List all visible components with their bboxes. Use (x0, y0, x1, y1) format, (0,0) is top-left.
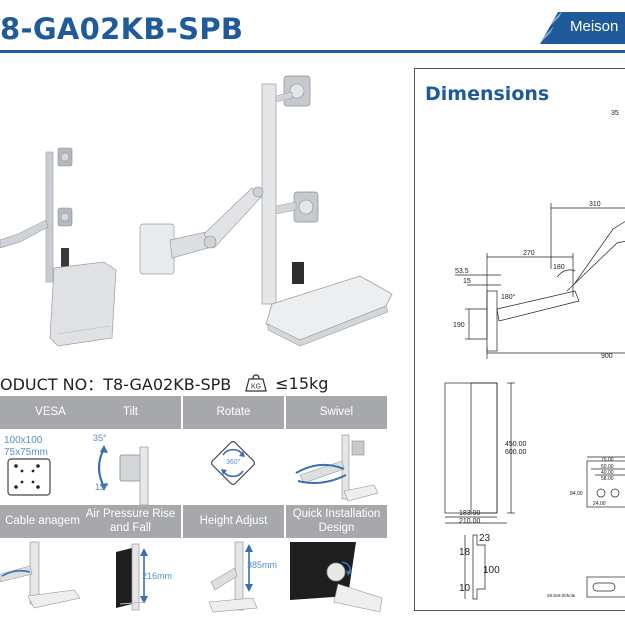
tilt-up-angle: 35° (93, 433, 107, 443)
tilt-illustration-icon (97, 445, 149, 505)
dim-210: 210.00 (459, 518, 481, 525)
feature-air-label: Air Pressure Rise and Fall (80, 505, 181, 538)
dim-23: 23 (479, 533, 491, 544)
product-number-line: ODUCT NO：T8-GA02KB-SPB KG ≤15kg (0, 372, 329, 395)
dim-310: 310 (589, 201, 601, 208)
dim-75: 75.00 (601, 457, 614, 463)
product-photo-small (0, 147, 117, 347)
dim-180deg: 180° (501, 293, 516, 301)
dim-18: 18 (459, 547, 471, 558)
dim-10: 10 (459, 583, 471, 594)
brand-label: Meison (570, 18, 619, 35)
vesa-pattern-icon (7, 458, 51, 496)
air-travel-value: 216mm (142, 571, 173, 581)
dim-450: 450.00 (505, 441, 527, 448)
height-travel-value: 385mm (247, 560, 278, 570)
feature-quick-label: Quick Installation Design (286, 505, 387, 538)
rotate-icon (211, 441, 255, 485)
weight-capacity: ≤15kg (275, 373, 329, 393)
dim-190: 190 (453, 322, 465, 329)
product-number: ODUCT NO：T8-GA02KB-SPB (0, 375, 232, 394)
dim-50: 50.00 (601, 464, 614, 470)
dim-270: 270 (523, 250, 535, 257)
swivel-illustration-icon (295, 434, 379, 502)
feature-grid: VESA 100x100 75x75mm Tilt (0, 396, 390, 614)
dim-top: 35 (611, 110, 619, 117)
tilt-down-angle: 15° (95, 482, 109, 492)
dim-24: 24.00 (593, 501, 606, 507)
height-adjust-illustration-icon (208, 541, 258, 613)
dim-183: 183.00 (459, 510, 481, 517)
air-pressure-illustration-icon (116, 543, 148, 611)
product-photo-illustration (0, 75, 393, 347)
quick-installation-illustration-icon (290, 542, 383, 613)
header-rule (0, 50, 625, 53)
dim-15: 15 (463, 278, 471, 285)
brand-tab: Meison (540, 12, 625, 44)
dimension-drawing: 35 310 270 180 53.5 15 180° 190 900 450.… (444, 110, 625, 600)
feature-rotate-label: Rotate (183, 396, 284, 429)
feature-tilt-label: Tilt (80, 396, 181, 429)
dim-58: 58.00 (601, 476, 614, 482)
dim-53-5: 53.5 (455, 268, 469, 275)
kg-weight-icon: KG (245, 374, 268, 392)
dim-slot: 28.8x9.00hole (547, 593, 576, 598)
dim-84: 84.00 (570, 491, 583, 497)
feature-swivel-label: Swivel (286, 396, 387, 429)
product-photos (0, 62, 405, 367)
kg-icon-text: KG (251, 384, 261, 391)
feature-height-label: Height Adjust (183, 505, 284, 538)
product-photo-large (139, 75, 393, 347)
rotate-angle: 360° (226, 459, 241, 466)
model-title: 8-GA02KB-SPB (0, 12, 244, 46)
dim-600: 600.00 (505, 449, 527, 456)
dimensions-title: Dimensions (425, 83, 550, 105)
dim-40: 40.00 (601, 470, 614, 476)
vesa-sizes: 100x100 75x75mm (4, 435, 48, 458)
page-header: 8-GA02KB-SPB Meison (0, 0, 625, 56)
dimensions-panel: Dimensions (414, 68, 625, 611)
dim-180: 180 (553, 264, 565, 271)
dim-900: 900 (601, 353, 613, 360)
dim-100: 100 (483, 565, 500, 576)
